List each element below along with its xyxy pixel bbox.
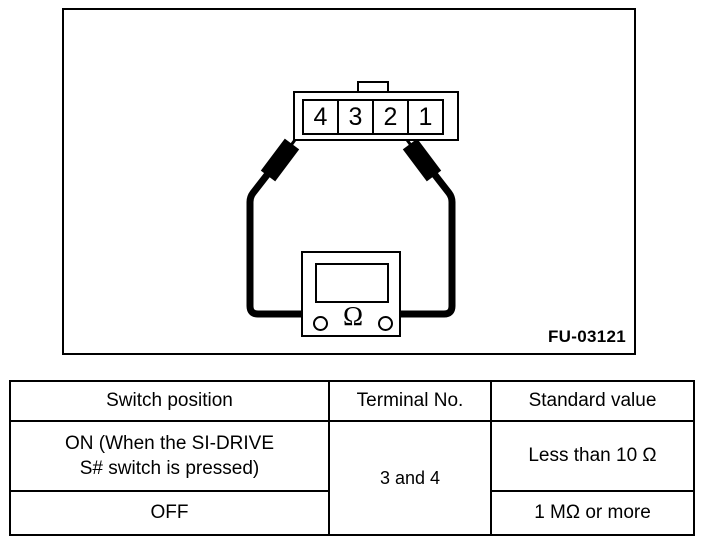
table-row: OFF 1 MΩ or more <box>9 490 695 536</box>
header-standard-value: Standard value <box>490 380 695 422</box>
cell-terminal-no: 3 and 4 <box>328 420 492 536</box>
header-terminal-no: Terminal No. <box>328 380 492 422</box>
cell-switch-position-off: OFF <box>9 490 330 536</box>
terminal-row: 4 3 2 1 <box>302 99 450 135</box>
table-row: ON (When the SI-DRIVE S# switch is press… <box>9 420 695 536</box>
cell-switch-position-on: ON (When the SI-DRIVE S# switch is press… <box>9 420 330 492</box>
switch-position-on-line1: ON (When the SI-DRIVE <box>64 433 275 454</box>
terminal-1: 1 <box>407 99 444 135</box>
switch-position-on-line2: S# switch is pressed) <box>79 458 260 479</box>
terminal-2: 2 <box>372 99 409 135</box>
figure-code: FU-03121 <box>548 327 626 346</box>
figure-panel: 4 3 2 1 Ω FU-03121 <box>62 8 636 355</box>
connector: 4 3 2 1 <box>293 81 459 141</box>
table-header-row: Switch position Terminal No. Standard va… <box>9 380 695 422</box>
meter-display-screen <box>315 263 389 303</box>
cell-standard-value-off: 1 MΩ or more <box>490 490 695 536</box>
terminal-3: 3 <box>337 99 374 135</box>
ohm-symbol: Ω <box>342 301 364 331</box>
left-probe-body <box>260 138 300 182</box>
meter-jack-left <box>313 316 328 331</box>
right-probe-body <box>402 138 442 182</box>
specification-table: Switch position Terminal No. Standard va… <box>9 380 695 536</box>
cell-standard-value-on: Less than 10 Ω <box>490 420 695 492</box>
terminal-4: 4 <box>302 99 339 135</box>
ohmmeter: Ω <box>301 251 401 337</box>
header-switch-position: Switch position <box>9 380 330 422</box>
meter-jack-right <box>378 316 393 331</box>
